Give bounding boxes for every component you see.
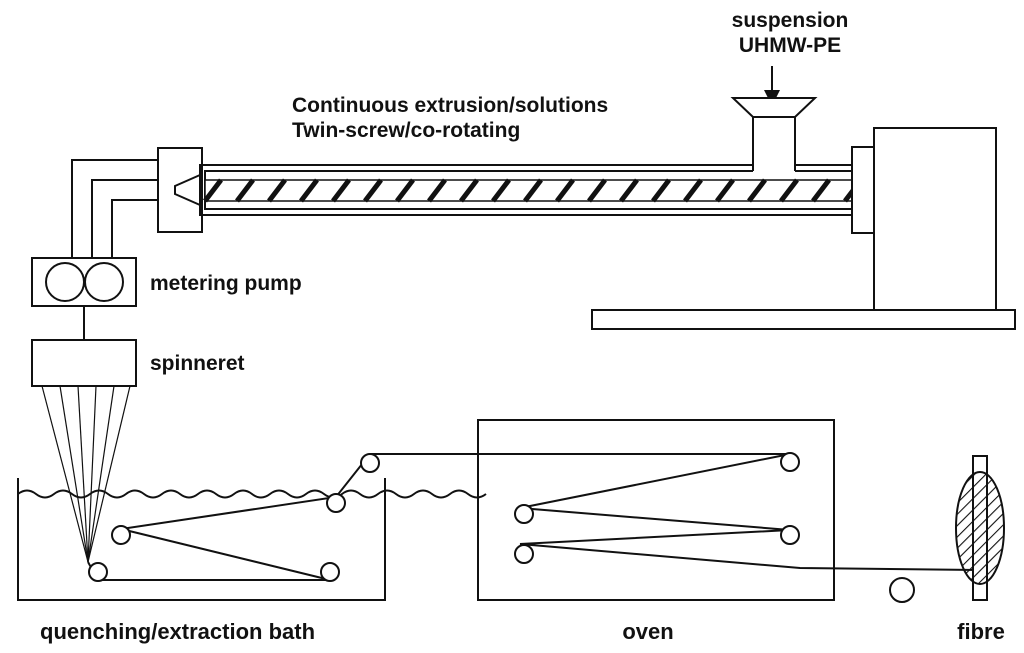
spinneret [31, 339, 137, 387]
label-metering-pump: metering pump [150, 272, 302, 295]
die-taper [174, 174, 201, 206]
oven [477, 419, 835, 601]
label-oven: oven [622, 619, 673, 644]
label-screw-type: Twin-screw/co-rotating [292, 119, 520, 142]
die-head [157, 147, 203, 233]
fibre-bobbin [955, 455, 1005, 601]
twin-screw [203, 178, 860, 203]
extruder-base [591, 309, 1016, 330]
fibre-path [87, 453, 979, 581]
quench-bath [17, 478, 386, 601]
melt-line [71, 159, 158, 258]
filament-bundle [41, 385, 131, 563]
label-extrusion-process: Continuous extrusion/solutions [292, 94, 608, 117]
label-feed-suspension: suspension [732, 9, 849, 32]
feed-hopper [730, 97, 818, 166]
water-surface [17, 489, 487, 499]
metering-pump [31, 257, 137, 307]
extruder-drive [851, 127, 997, 311]
label-bath: quenching/extraction bath [40, 619, 315, 644]
rollers [88, 452, 915, 603]
label-fibre: fibre [957, 619, 1005, 644]
label-spinneret: spinneret [150, 352, 245, 375]
label-feed-polymer: UHMW-PE [739, 34, 841, 57]
